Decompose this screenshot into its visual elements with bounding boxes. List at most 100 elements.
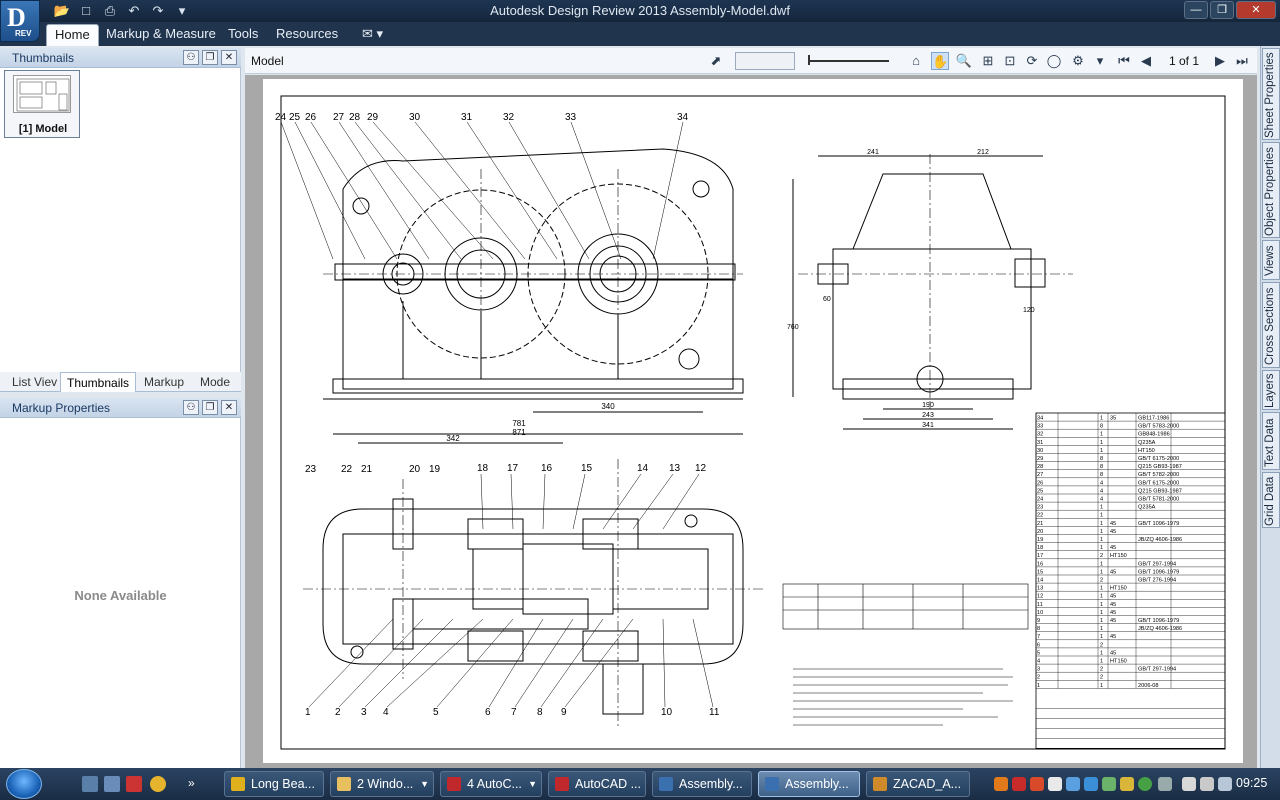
tab-model[interactable]: Mode xyxy=(200,375,231,389)
panel-close-icon[interactable]: ✕ xyxy=(221,400,237,415)
first-page-icon[interactable]: ⏮ xyxy=(1118,53,1130,68)
qat-dropdown-icon[interactable]: ▾ xyxy=(178,3,186,18)
drawing-canvas[interactable]: 781 871 340 342 241 212 190 243 341 xyxy=(245,75,1257,768)
panel-close-icon[interactable]: ✕ xyxy=(221,50,237,65)
walk-icon[interactable]: ◯ xyxy=(1046,53,1062,68)
tray-icon[interactable] xyxy=(1138,777,1152,791)
zoom-slider[interactable] xyxy=(808,55,889,65)
redo-icon[interactable]: ↷ xyxy=(152,3,164,18)
task-label: ZACAD_A... xyxy=(893,777,962,791)
taskbar-item[interactable]: ZACAD_A... xyxy=(866,771,970,797)
bom-cell: 1 xyxy=(1100,659,1103,665)
leader-line xyxy=(508,121,590,260)
tray-icon[interactable] xyxy=(1012,777,1026,791)
float-icon[interactable]: ❐ xyxy=(202,400,218,415)
tab-object-properties[interactable]: Object Properties xyxy=(1262,142,1280,238)
bom-cell: 1 xyxy=(1100,650,1103,656)
bom-cell: GB/T 5781-2000 xyxy=(1138,497,1179,503)
tray-icon[interactable] xyxy=(1200,777,1214,791)
task-app-icon xyxy=(873,777,887,791)
pin-icon[interactable]: ⚇ xyxy=(183,400,199,415)
bom-cell: 1 xyxy=(1100,448,1103,454)
previous-page-icon[interactable]: ◀ xyxy=(1141,53,1151,68)
minimize-button[interactable]: — xyxy=(1184,1,1208,19)
fit-to-window-icon[interactable]: ⊡ xyxy=(1004,53,1016,68)
tray-icon[interactable] xyxy=(1182,777,1196,791)
ribbon-options-icon[interactable]: ✉ ▾ xyxy=(362,26,384,41)
explorer-icon[interactable] xyxy=(104,776,120,792)
select-arrow-icon[interactable]: ⬈ xyxy=(710,53,722,68)
zoom-window-icon[interactable]: ⊞ xyxy=(982,53,994,68)
app-menu-button[interactable]: D REV xyxy=(0,0,40,42)
steering-wheel-icon[interactable]: ⚙ xyxy=(1072,53,1084,68)
float-icon[interactable]: ❐ xyxy=(202,50,218,65)
tray-icon[interactable] xyxy=(1030,777,1044,791)
tab-grid-data[interactable]: Grid Data xyxy=(1262,472,1280,528)
volume-icon[interactable] xyxy=(1218,777,1232,791)
taskbar-item[interactable]: Assembly... xyxy=(758,771,860,797)
nav-dropdown-icon[interactable]: ▾ xyxy=(1096,53,1104,68)
tab-markup-measure[interactable]: Markup & Measure xyxy=(106,26,216,41)
callout-label: 25 xyxy=(289,112,301,123)
app-quick-icon[interactable] xyxy=(126,776,142,792)
taskbar-item[interactable]: 2 Windo...▼ xyxy=(330,771,434,797)
callout-label: 3 xyxy=(361,707,367,718)
tab-object-properties-label: Object Properties xyxy=(1264,147,1276,236)
overflow-icon[interactable]: » xyxy=(188,776,195,790)
thumbnail-model[interactable]: [1] Model xyxy=(4,70,80,138)
show-desktop-icon[interactable] xyxy=(82,776,98,792)
taskbar-item[interactable]: AutoCAD ... xyxy=(548,771,646,797)
tab-resources[interactable]: Resources xyxy=(276,26,339,41)
tray-icon[interactable] xyxy=(1084,777,1098,791)
bom-cell: Q215 GB93-1987 xyxy=(1138,464,1182,470)
orbit-icon[interactable]: ⟳ xyxy=(1026,53,1038,68)
tab-markup[interactable]: Markup xyxy=(144,375,185,389)
leader-line xyxy=(466,121,558,260)
tab-text-data[interactable]: Text Data xyxy=(1262,412,1280,470)
zoom-icon[interactable]: 🔍 xyxy=(955,53,973,68)
callout-label: 32 xyxy=(503,112,515,123)
open-icon[interactable]: 📂 xyxy=(53,3,71,18)
undo-icon[interactable]: ↶ xyxy=(128,3,140,18)
bom-cell: 20 xyxy=(1037,529,1043,535)
tab-list-view[interactable]: List Viev xyxy=(12,375,58,389)
callout-label: 26 xyxy=(305,112,317,123)
close-button[interactable]: ✕ xyxy=(1236,1,1276,19)
tab-sheet-properties[interactable]: Sheet Properties xyxy=(1262,48,1280,140)
chrome-icon[interactable] xyxy=(150,776,166,792)
taskbar-item[interactable]: 4 AutoC...▼ xyxy=(440,771,542,797)
tab-views[interactable]: Views xyxy=(1262,240,1280,280)
bom-cell: 24 xyxy=(1037,497,1043,503)
taskbar-item[interactable]: Long Bea... xyxy=(224,771,324,797)
callout-label: 28 xyxy=(349,112,361,123)
task-label: Long Bea... xyxy=(251,777,315,791)
last-page-icon[interactable]: ⏭ xyxy=(1236,53,1248,68)
maximize-button[interactable]: ❐ xyxy=(1210,1,1234,19)
bom-cell: 45 xyxy=(1110,594,1116,600)
task-group-arrow-icon[interactable]: ▼ xyxy=(420,779,429,789)
pan-hand-icon[interactable]: ✋ xyxy=(931,52,949,70)
tab-cross-sections[interactable]: Cross Sections xyxy=(1262,282,1280,368)
save-icon[interactable]: □ xyxy=(82,3,90,18)
home-icon[interactable]: ⌂ xyxy=(912,53,920,68)
tab-layers[interactable]: Layers xyxy=(1262,370,1280,410)
start-button[interactable] xyxy=(6,769,42,799)
tab-tools[interactable]: Tools xyxy=(228,26,259,41)
tray-icon[interactable] xyxy=(1102,777,1116,791)
next-page-icon[interactable]: ▶ xyxy=(1215,53,1225,68)
tab-thumbnails[interactable]: Thumbnails xyxy=(60,372,137,392)
leader-line xyxy=(364,618,454,708)
tray-icon[interactable] xyxy=(1158,777,1172,791)
task-group-arrow-icon[interactable]: ▼ xyxy=(528,779,537,789)
print-icon[interactable]: ⎙ xyxy=(104,3,116,18)
leader-line xyxy=(338,618,424,708)
tray-icon[interactable] xyxy=(1066,777,1080,791)
zoom-level-select[interactable] xyxy=(735,52,795,70)
taskbar-item[interactable]: Assembly... xyxy=(652,771,752,797)
tray-icon[interactable] xyxy=(1048,777,1062,791)
tray-icon[interactable] xyxy=(994,777,1008,791)
pin-icon[interactable]: ⚇ xyxy=(183,50,199,65)
tray-icon[interactable] xyxy=(1120,777,1134,791)
bom-cell: JB/ZQ 4606-1986 xyxy=(1138,537,1182,543)
tab-home[interactable]: Home xyxy=(46,24,99,46)
